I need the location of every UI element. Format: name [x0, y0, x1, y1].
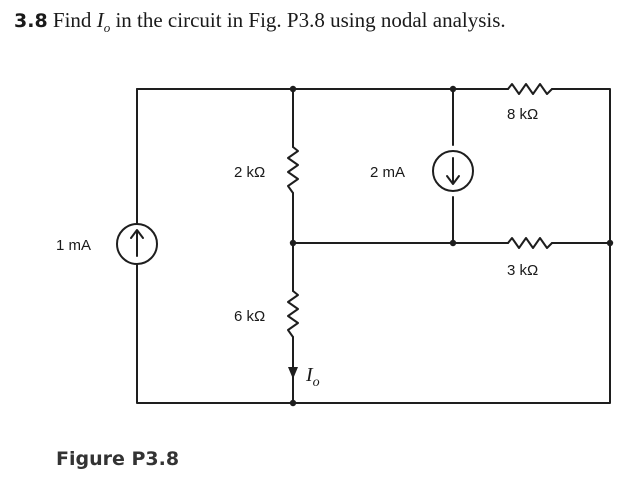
current-direction-arrow — [288, 367, 298, 379]
resistor-8k — [507, 83, 553, 95]
junction-nodes — [289, 85, 614, 407]
current-source-1ma — [116, 223, 158, 265]
resistor-2k — [287, 146, 299, 194]
arrow-up-icon — [130, 229, 144, 257]
label-6k: 6 kΩ — [234, 308, 265, 325]
label-2k: 2 kΩ — [234, 164, 265, 181]
node-bottom-center — [289, 399, 297, 407]
node-middle-right-branch — [449, 239, 457, 247]
problem-text-after: in the circuit in Fig. P3.8 using nodal … — [110, 8, 506, 32]
circuit-wires — [136, 88, 611, 404]
top-wire-right — [136, 88, 611, 404]
problem-number: 3.8 — [14, 10, 48, 32]
figure-caption: Figure P3.8 — [56, 448, 180, 470]
node-middle-center — [289, 239, 297, 247]
label-2ma: 2 mA — [370, 164, 405, 181]
arrow-down-icon — [446, 157, 460, 185]
resistor-6k — [287, 290, 299, 338]
node-top-right-branch — [449, 85, 457, 93]
problem-statement: 3.8 Find Io in the circuit in Fig. P3.8 … — [14, 8, 506, 36]
resistor-3k — [507, 237, 553, 249]
label-3k: 3 kΩ — [507, 262, 538, 279]
current-variable: Io — [96, 8, 111, 36]
problem-text-before: Find — [52, 8, 97, 32]
label-io: Io — [305, 364, 320, 390]
current-source-2ma — [432, 150, 474, 192]
label-1ma: 1 mA — [56, 237, 91, 254]
node-middle-right — [606, 239, 614, 247]
label-8k: 8 kΩ — [507, 106, 538, 123]
node-top-center — [289, 85, 297, 93]
